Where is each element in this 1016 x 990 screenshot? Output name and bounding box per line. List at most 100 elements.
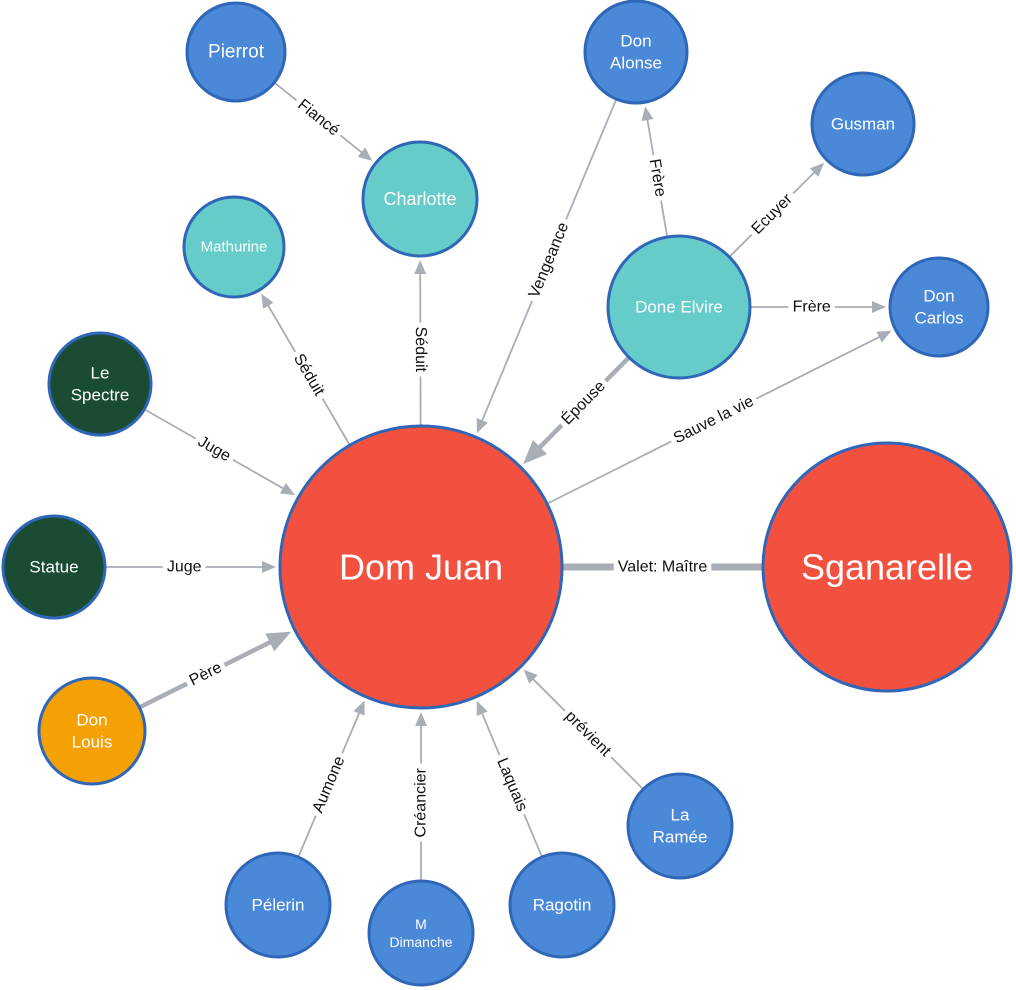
- arrowhead-icon: [641, 106, 654, 122]
- edge-label-text: Fiancé: [294, 96, 342, 139]
- node-label: Dom Juan: [339, 547, 503, 588]
- edge-label-text: Épouse: [557, 376, 609, 428]
- edge-label: Juge: [190, 430, 238, 468]
- edge-label-bg: [613, 557, 712, 577]
- edge-label: Vengeance: [523, 215, 575, 305]
- arrowhead-icon: [279, 483, 296, 496]
- edge-label-text: Créancier: [413, 767, 430, 837]
- edge-label-text: Vengeance: [526, 220, 573, 301]
- arrowhead-icon: [357, 147, 373, 161]
- node-circle: [508, 851, 616, 959]
- node-mathurine: Mathurine: [182, 195, 286, 299]
- arrowhead-icon: [872, 301, 886, 313]
- node-label: Ragotin: [533, 896, 592, 915]
- node-label-line: Done Elvire: [635, 298, 723, 317]
- edge-label: Aumone: [307, 749, 351, 820]
- node-circle: [888, 256, 990, 358]
- edge-label-text: Ecuyer: [749, 190, 797, 238]
- node-label-line: Don: [923, 286, 954, 305]
- node-ragotin: Ragotin: [508, 851, 616, 959]
- node-label-line: Pierrot: [208, 42, 265, 63]
- edge-label: Sauve la vie: [666, 390, 761, 450]
- edge-label: Séduit: [287, 347, 331, 404]
- edge-label: Frère: [788, 297, 835, 317]
- edge-label-bg: [523, 215, 575, 305]
- node-label-line: Pélerin: [252, 896, 305, 915]
- edge-label: Juge: [162, 557, 206, 577]
- node-circle: [810, 71, 916, 177]
- node-label-line: La: [671, 805, 690, 824]
- edge-label-bg: [666, 390, 761, 450]
- edge-label-bg: [190, 430, 238, 468]
- node-label-line: Ramée: [653, 828, 708, 847]
- node-m-dimanche: M Dimanche: [367, 879, 475, 987]
- edge-label-bg: [490, 751, 533, 818]
- node-label-line: Charlotte: [383, 189, 456, 209]
- arrowhead-icon: [476, 700, 488, 717]
- edge-label-text: Aumone: [309, 754, 348, 816]
- node-label: Charlotte: [383, 189, 456, 209]
- node-sganarelle: Sganarelle: [761, 441, 1013, 693]
- edge-label-bg: [287, 347, 331, 404]
- node-label-line: Don: [76, 710, 107, 729]
- arrowhead-icon: [809, 162, 825, 177]
- edge-label-text: Juge: [195, 433, 234, 465]
- node-circle: [185, 1, 287, 103]
- node-label-line: Ragotin: [533, 896, 592, 915]
- edge-label-text: Sauve la vie: [671, 393, 757, 447]
- edge-label: Épouse: [553, 372, 613, 432]
- node-label: Pierrot: [208, 42, 265, 63]
- edge-label: Valet: Maître: [613, 557, 712, 577]
- edge-labels-layer: FiancéSéduitSéduitVengeanceFrèreEcuyerFr…: [162, 92, 835, 842]
- node-label: M Dimanche: [389, 916, 452, 950]
- arrowhead-icon: [414, 259, 427, 275]
- edge-label-bg: [290, 92, 347, 143]
- node-label: Gusman: [831, 115, 895, 134]
- node-circle: [278, 424, 564, 710]
- node-circle: [47, 331, 153, 437]
- node-gusman: Gusman: [810, 71, 916, 177]
- node-label: Pélerin: [252, 896, 305, 915]
- edge-label: prévient: [558, 704, 618, 764]
- node-circle: [606, 234, 752, 380]
- edge-label-bg: [788, 297, 835, 317]
- edge-label-text: Juge: [167, 559, 202, 576]
- edge-label-text: Frère: [793, 299, 831, 316]
- edge-label: Laquais: [490, 751, 533, 818]
- node-charlotte: Charlotte: [361, 140, 479, 258]
- edge-label-bg: [745, 186, 800, 242]
- node-circle: [182, 195, 286, 299]
- node-label-line: M: [415, 916, 427, 932]
- node-label-line: Gusman: [831, 115, 895, 134]
- node-label-line: Alonse: [610, 54, 662, 73]
- arrowhead-icon: [523, 439, 548, 465]
- node-label-line: Dimanche: [389, 934, 452, 950]
- edge-label: Créancier: [411, 763, 431, 842]
- edge-label-bg: [644, 153, 671, 203]
- edge-label-text: Laquais: [493, 756, 530, 814]
- node-label: Done Elvire: [635, 298, 723, 317]
- node-dom-juan: Dom Juan: [278, 424, 564, 710]
- arrowhead-icon: [262, 561, 276, 573]
- node-done-elvire: Done Elvire: [606, 234, 752, 380]
- arrowhead-icon: [353, 700, 365, 716]
- edge-label-bg: [410, 322, 430, 377]
- edge-label: Frère: [644, 153, 671, 203]
- edge-label: Séduit: [410, 322, 430, 377]
- node-label-line: Sganarelle: [801, 547, 973, 588]
- edge-label: Ecuyer: [745, 186, 800, 242]
- node-label-line: Carlos: [914, 309, 963, 328]
- node-label-line: Dom Juan: [339, 547, 503, 588]
- arrowhead-icon: [265, 631, 292, 652]
- node-label-line: Le: [91, 363, 110, 382]
- node-label-line: Mathurine: [201, 239, 268, 256]
- edge-label-bg: [411, 763, 431, 842]
